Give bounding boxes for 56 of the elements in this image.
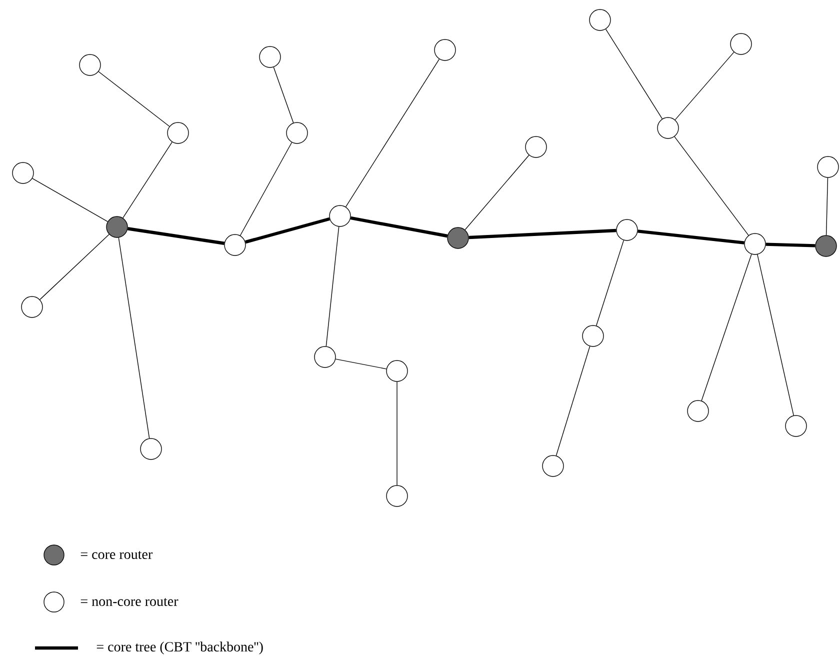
core-tree-line xyxy=(766,242,816,248)
core-tree-line xyxy=(350,216,448,238)
link-line xyxy=(596,240,624,326)
link-line xyxy=(345,58,440,208)
core-router-circle xyxy=(815,235,837,257)
router-circle xyxy=(589,9,611,31)
core-router-circle xyxy=(447,227,469,249)
router-circle xyxy=(817,156,839,178)
legend-text: = core router xyxy=(80,550,152,560)
link-line xyxy=(674,52,734,120)
link-line xyxy=(826,178,828,236)
router-circle xyxy=(525,136,547,158)
link-line xyxy=(326,226,340,347)
core-tree-line xyxy=(638,230,744,244)
router-circle xyxy=(657,117,679,139)
router-circle xyxy=(434,39,456,61)
link-line xyxy=(335,358,387,370)
link-line xyxy=(605,28,663,120)
core-tree-line xyxy=(127,227,225,245)
link-line xyxy=(464,154,530,230)
router-circle xyxy=(744,233,766,255)
core-tree-line xyxy=(245,217,330,244)
link-line xyxy=(701,254,752,402)
link-line xyxy=(273,66,294,124)
link-line xyxy=(757,254,794,416)
router-circle xyxy=(730,33,752,55)
router-circle xyxy=(386,360,408,382)
link-line xyxy=(118,237,150,439)
core-tree-line xyxy=(468,228,616,240)
legend-text: = core tree (CBT ''backbone'') xyxy=(96,642,263,654)
router-circle xyxy=(21,296,43,318)
legend-text: = non-core router xyxy=(80,598,178,606)
link-line xyxy=(122,142,172,218)
router-circle xyxy=(12,162,34,184)
link-line xyxy=(98,71,170,127)
link-line xyxy=(240,142,292,236)
link-line xyxy=(674,136,749,236)
router-circle xyxy=(259,46,281,68)
router-circle xyxy=(314,346,336,368)
router-circle xyxy=(542,455,564,477)
router-circle xyxy=(286,122,308,144)
link-line xyxy=(556,346,590,456)
router-circle xyxy=(140,438,162,460)
router-circle xyxy=(224,234,246,256)
link-line xyxy=(396,382,398,486)
link-line xyxy=(40,234,110,300)
router-circle xyxy=(167,122,189,144)
router-circle xyxy=(329,205,351,227)
router-circle xyxy=(582,325,604,347)
router-circle xyxy=(616,219,638,241)
router-circle xyxy=(687,400,709,422)
router-circle xyxy=(79,54,101,76)
core-router-circle xyxy=(106,216,128,238)
router-circle xyxy=(386,485,408,507)
router-circle xyxy=(785,415,807,437)
link-line xyxy=(32,178,108,222)
